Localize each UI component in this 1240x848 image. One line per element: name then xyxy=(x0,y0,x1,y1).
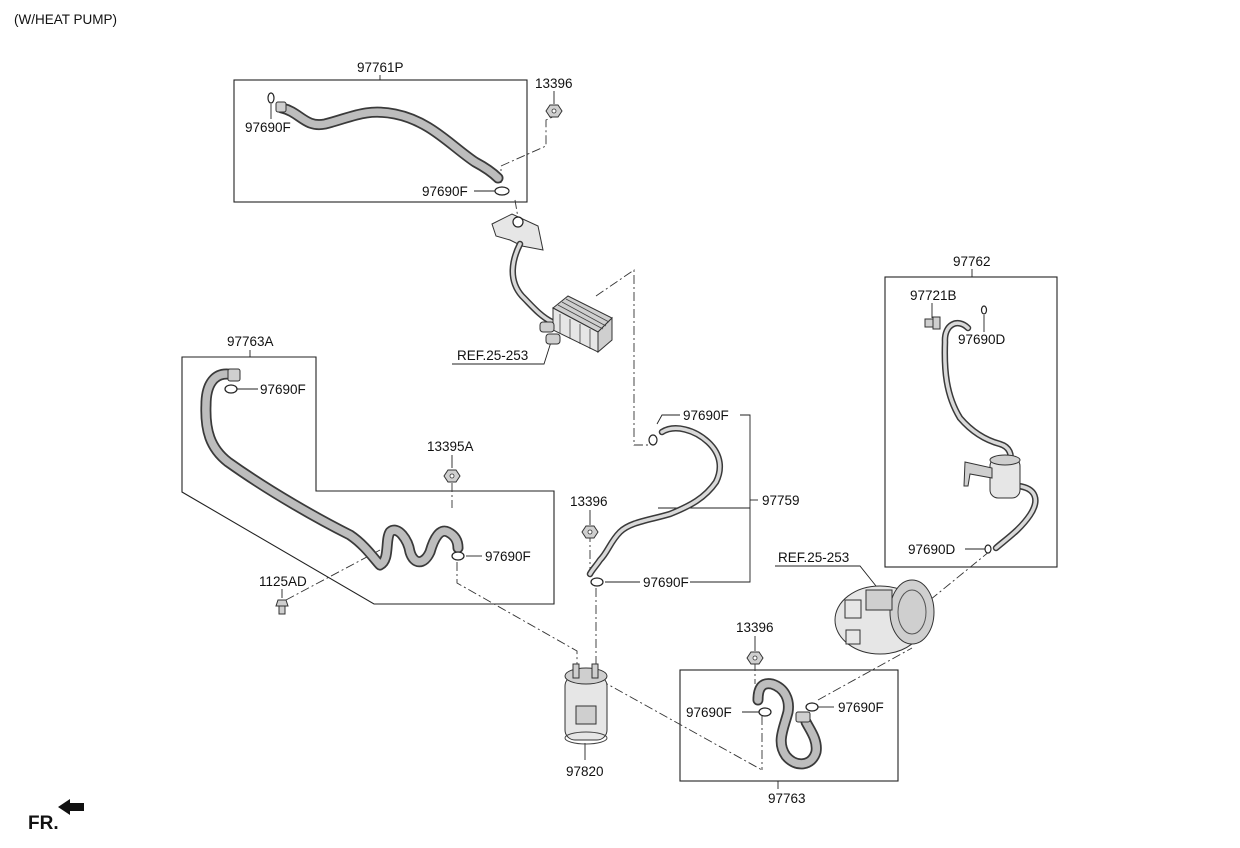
receiver-drier-97820 xyxy=(564,663,608,745)
hose-97761P xyxy=(275,101,504,184)
evaporator-bracket-assembly xyxy=(491,213,613,354)
hose-97763 xyxy=(752,678,822,770)
bolt-1125AD-icon xyxy=(275,599,289,615)
part-label-13395A: 13395A xyxy=(427,439,474,454)
part-label-1125AD: 1125AD xyxy=(259,574,307,589)
nut-13395A-icon xyxy=(443,469,461,483)
part-label-97690D: 97690D xyxy=(958,332,1006,347)
reference-label: REF.25-253 xyxy=(457,348,528,363)
part-label-97761P: 97761P xyxy=(357,60,404,75)
part-label-97763A: 97763A xyxy=(227,334,274,349)
part-label-97690F: 97690F xyxy=(686,705,732,720)
connection-lines xyxy=(285,114,991,771)
part-label-13396: 13396 xyxy=(570,494,608,509)
part-label-13396: 13396 xyxy=(535,76,573,91)
part-label-97690F: 97690F xyxy=(422,184,468,199)
part-label-97690F: 97690F xyxy=(838,700,884,715)
part-label-97763: 97763 xyxy=(768,791,806,806)
part-label-97759: 97759 xyxy=(762,493,800,508)
hose-97763A xyxy=(200,368,464,571)
part-label-97690F: 97690F xyxy=(245,120,291,135)
nut-13396-b-icon xyxy=(581,525,599,539)
box-97761P xyxy=(233,79,528,203)
pipe-97759 xyxy=(586,425,724,578)
box-97763 xyxy=(679,669,899,782)
part-label-97690F: 97690F xyxy=(683,408,729,423)
pressure-sensor-97721B xyxy=(924,316,941,330)
box-97763A xyxy=(181,356,555,605)
leader-lines xyxy=(237,75,985,789)
nut-13396-c-icon xyxy=(746,651,764,665)
reference-label: REF.25-253 xyxy=(778,550,849,565)
part-label-97721B: 97721B xyxy=(910,288,957,303)
part-label-97690F: 97690F xyxy=(485,549,531,564)
front-arrow-icon xyxy=(58,799,84,815)
compressor-assembly xyxy=(834,579,935,655)
part-label-97690D: 97690D xyxy=(908,542,956,557)
hose-97762 xyxy=(941,320,1039,552)
part-label-97762: 97762 xyxy=(953,254,991,269)
front-direction-label: FR. xyxy=(28,813,59,834)
part-label-97690F: 97690F xyxy=(260,382,306,397)
o-ring-icons xyxy=(224,92,992,717)
part-label-97690F: 97690F xyxy=(643,575,689,590)
part-label-13396: 13396 xyxy=(736,620,774,635)
part-label-97820: 97820 xyxy=(566,764,604,779)
box-97762 xyxy=(884,276,1058,568)
nut-13396-icon xyxy=(545,104,563,118)
diagram-title: (W/HEAT PUMP) xyxy=(14,12,117,27)
